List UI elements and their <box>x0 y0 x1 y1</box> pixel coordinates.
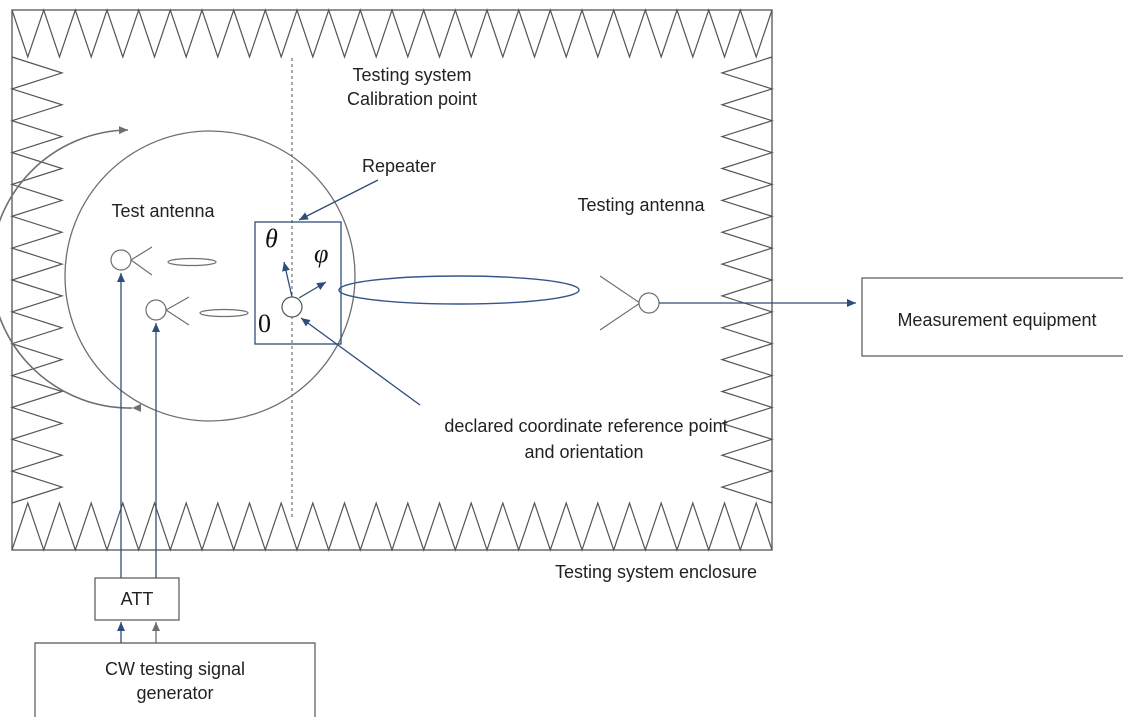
absorber-bottom <box>11 501 773 552</box>
reference-pointer-arrow <box>300 317 421 406</box>
testing-antenna-element <box>638 292 660 314</box>
test-antenna-2-icon <box>145 299 167 321</box>
absorber-right <box>720 56 774 504</box>
link-beam-ellipse <box>338 275 580 305</box>
phi-axis-arrow <box>298 281 327 299</box>
theta-axis-arrow <box>282 261 293 298</box>
measurement-equipment-label: Measurement equipment <box>897 310 1096 330</box>
repeater-reference-icon <box>281 296 303 318</box>
phi-symbol: φ <box>314 239 328 268</box>
positioner-circle <box>64 130 356 422</box>
generator-label-line2: generator <box>136 683 213 703</box>
absorber-top <box>11 8 773 59</box>
repeater-pointer-arrow <box>298 179 379 221</box>
enclosure-label: Testing system enclosure <box>555 562 757 582</box>
calibration-label-line1: Testing system <box>352 65 471 85</box>
reference-label-line2: and orientation <box>524 442 643 462</box>
rotation-arrow <box>0 126 142 412</box>
theta-symbol: θ <box>265 224 278 253</box>
calibration-label-line2: Calibration point <box>347 89 477 109</box>
repeater-label: Repeater <box>362 156 436 176</box>
test-antenna-label: Test antenna <box>111 201 215 221</box>
generator-label-line1: CW testing signal <box>105 659 245 679</box>
att-box <box>94 577 180 621</box>
absorber-left <box>10 56 64 504</box>
reference-label-line1: declared coordinate reference point <box>444 416 727 436</box>
testing-antenna-icon <box>599 275 642 331</box>
testing-antenna-label: Testing antenna <box>577 195 705 215</box>
att-label: ATT <box>121 589 154 609</box>
measurement-equipment-box <box>861 277 1123 357</box>
test-antenna-1-beam <box>167 257 217 267</box>
signal-generator-box <box>34 642 316 717</box>
repeater-box <box>254 221 342 345</box>
origin-zero-label: 0 <box>258 309 271 338</box>
test-antenna-1-icon <box>110 249 132 271</box>
test-antenna-2-beam <box>199 308 249 318</box>
